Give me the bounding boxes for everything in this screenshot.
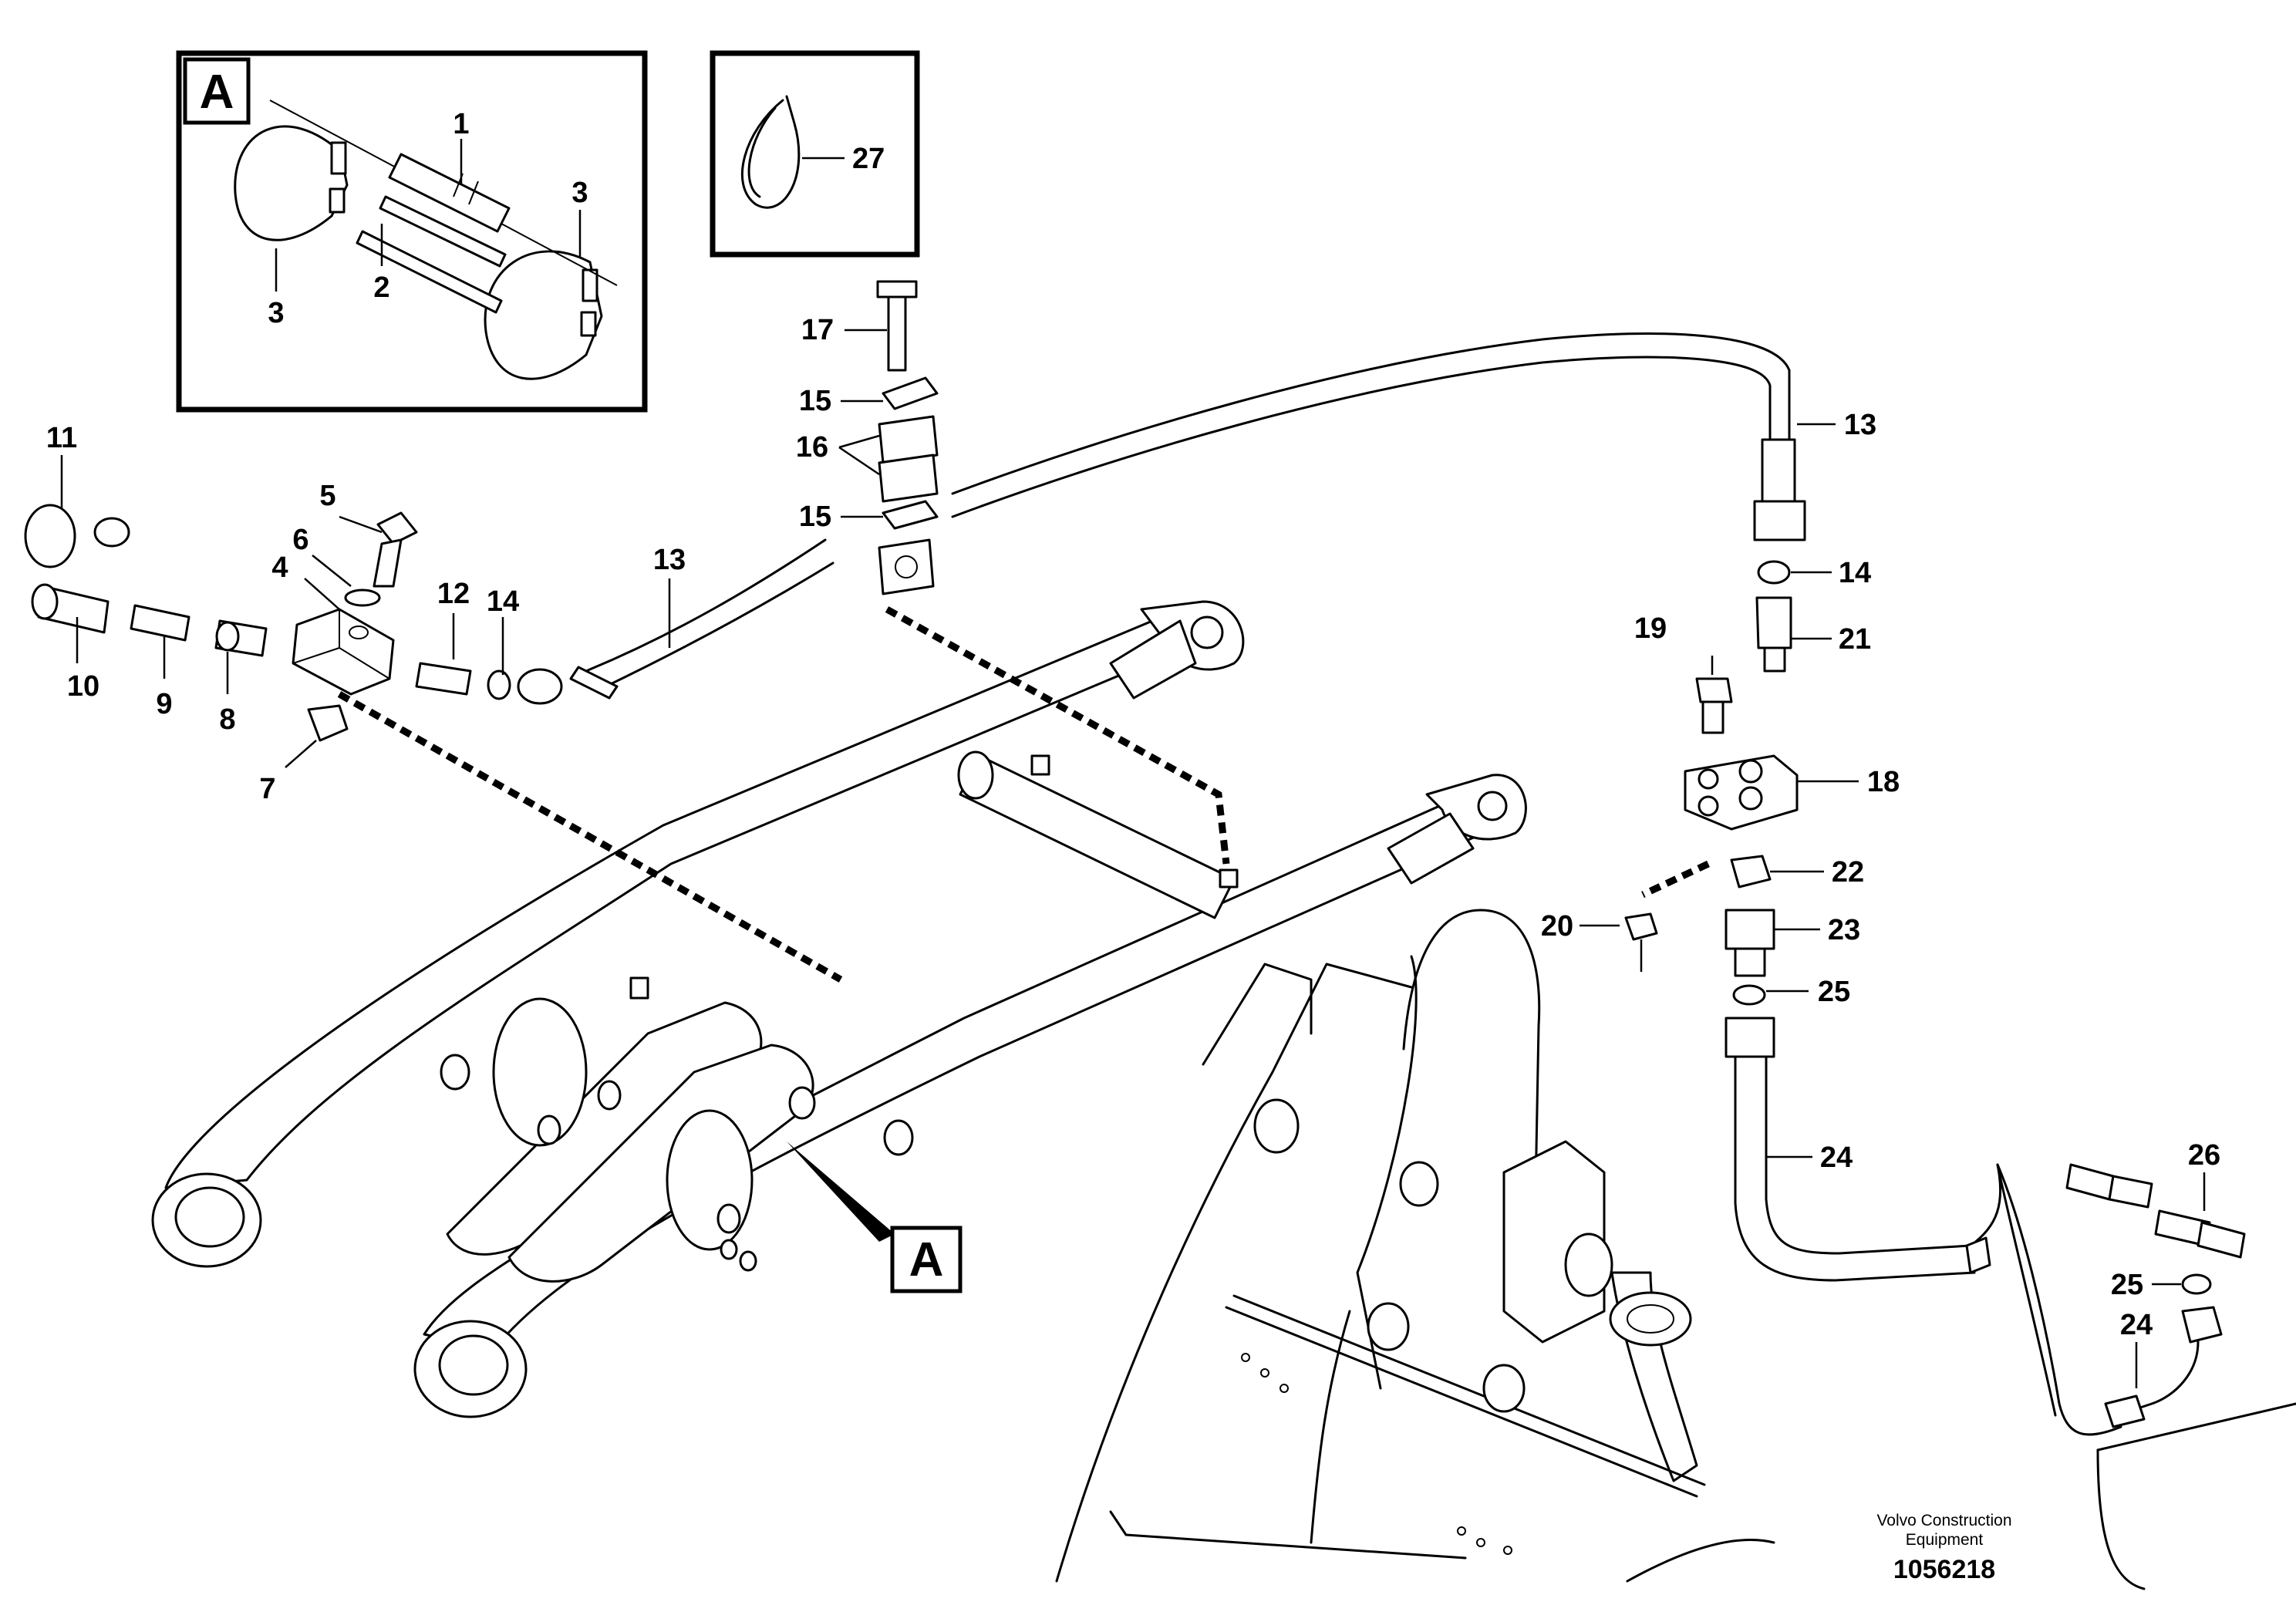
label-25-lower: 25 xyxy=(2111,1269,2143,1301)
label-5: 5 xyxy=(319,480,335,512)
inset-a-label: A xyxy=(200,66,234,119)
label-20: 20 xyxy=(1541,910,1573,943)
label-24-lower: 24 xyxy=(2120,1309,2153,1341)
brand-line-1: Volvo Construction xyxy=(1876,1512,2011,1529)
fittings-right xyxy=(1624,560,2246,1436)
label-17: 17 xyxy=(801,314,834,346)
label-15-bottom: 15 xyxy=(799,501,831,533)
label-25-upper: 25 xyxy=(1818,976,1850,1008)
loader-boom xyxy=(151,600,1527,1418)
label-3-left: 3 xyxy=(268,297,284,329)
document-number: 1056218 xyxy=(1893,1555,1995,1584)
detail-marker-label: A xyxy=(909,1233,944,1286)
label-14-left: 14 xyxy=(487,585,519,618)
label-26: 26 xyxy=(2188,1139,2220,1172)
label-18: 18 xyxy=(1867,766,1900,798)
label-27: 27 xyxy=(852,143,885,175)
rods-2 xyxy=(356,195,507,314)
footer: Volvo Construction Equipment 1056218 xyxy=(1876,1512,2011,1584)
clamp-stack xyxy=(876,280,939,595)
part-labels: 11 10 9 8 7 4 5 6 12 14 13 17 15 16 15 1… xyxy=(46,314,2220,1341)
label-22: 22 xyxy=(1832,856,1864,889)
label-12: 12 xyxy=(437,578,470,610)
label-15-top: 15 xyxy=(799,385,831,417)
location-lines xyxy=(337,606,1710,983)
label-8: 8 xyxy=(219,703,235,736)
label-11: 11 xyxy=(46,422,77,454)
inset-detail-a: A 1 2 xyxy=(176,50,648,413)
hose-13-upper xyxy=(951,332,1806,541)
clamp-left xyxy=(234,125,349,241)
sleeve-1 xyxy=(388,153,511,233)
label-3-right: 3 xyxy=(571,177,588,209)
label-13-left: 13 xyxy=(653,544,686,576)
label-16: 16 xyxy=(796,431,828,464)
label-23: 23 xyxy=(1828,914,1860,946)
label-7: 7 xyxy=(259,773,275,805)
label-10: 10 xyxy=(67,670,99,703)
detail-marker-a: A xyxy=(787,1141,963,1293)
label-1: 1 xyxy=(453,108,469,140)
hose-13-lower xyxy=(517,538,834,705)
front-frame xyxy=(1055,909,2296,1590)
label-14-right: 14 xyxy=(1839,557,1871,589)
clamp-right xyxy=(484,250,603,380)
label-21: 21 xyxy=(1839,623,1871,656)
label-24-upper: 24 xyxy=(1820,1141,1853,1174)
label-13-right: 13 xyxy=(1844,409,1876,441)
leader-lines xyxy=(60,329,2206,1388)
label-9: 9 xyxy=(156,688,172,720)
brand-line-2: Equipment xyxy=(1906,1531,1984,1549)
fittings-left xyxy=(24,504,511,742)
inset-detail-27: 27 xyxy=(710,50,920,258)
label-2: 2 xyxy=(373,271,389,304)
label-6: 6 xyxy=(292,524,308,556)
label-19: 19 xyxy=(1634,612,1667,645)
label-4: 4 xyxy=(271,551,288,584)
